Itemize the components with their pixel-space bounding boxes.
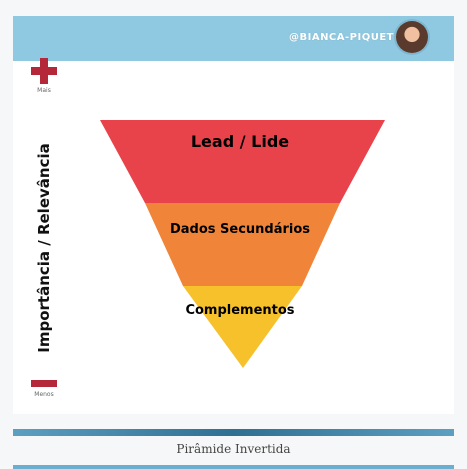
header-background	[13, 16, 454, 61]
more-label: Mais	[37, 87, 51, 94]
tier-label-secondary: Dados Secundários	[169, 222, 311, 237]
pyramid-tier-complements	[183, 286, 302, 368]
avatar[interactable]	[396, 21, 428, 53]
less-label: Menos	[34, 391, 54, 398]
footer-divider	[13, 429, 454, 436]
plus-icon	[31, 58, 57, 84]
footer-bottom-strip	[13, 465, 454, 469]
tier-label-lead: Lead / Lide	[190, 132, 290, 151]
header-banner: @BIANCA-PIQUET	[13, 16, 454, 61]
author-handle[interactable]: @BIANCA-PIQUET	[288, 32, 394, 43]
pyramid-tier-secondary	[145, 203, 340, 286]
pyramid-tier-lead	[100, 120, 385, 203]
footer-caption: Pirâmide Invertida	[176, 442, 291, 456]
tier-label-complements: Complementos	[185, 303, 295, 318]
minus-icon	[31, 380, 57, 387]
